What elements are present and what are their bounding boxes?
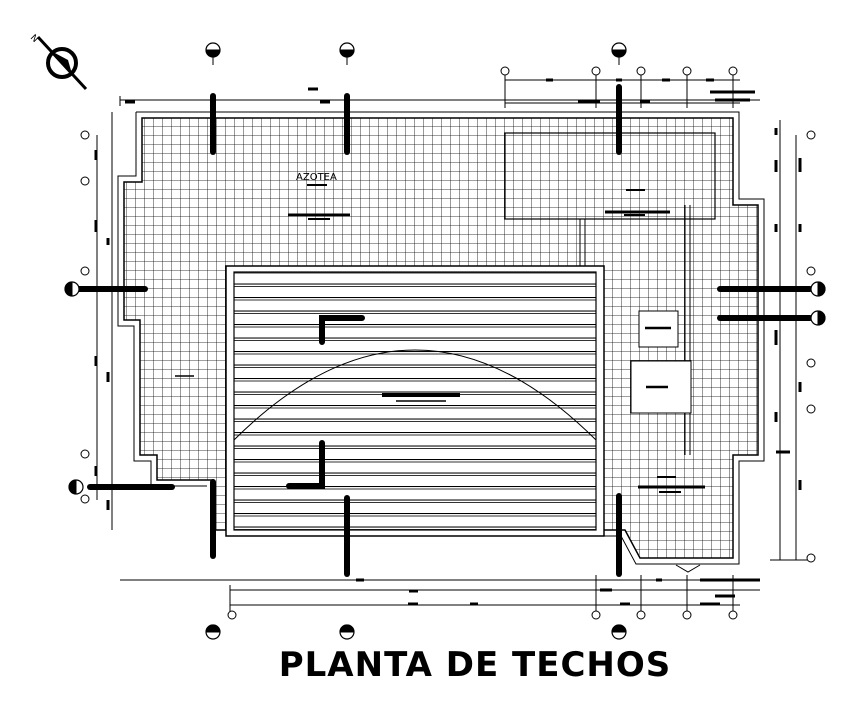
section-marker-bottom-3 — [611, 624, 627, 640]
dimension-lines-right — [770, 120, 812, 561]
section-marker-bottom-1 — [205, 624, 221, 640]
section-markers — [64, 42, 826, 640]
section-marker-left-2 — [68, 479, 84, 495]
section-marker-right-2 — [810, 310, 826, 326]
central-roof-area — [225, 265, 605, 537]
section-marker-top-2 — [339, 42, 355, 65]
dimension-lines-left — [94, 112, 113, 530]
dimension-marks-bottom — [356, 578, 760, 606]
section-cut-lines — [75, 84, 813, 577]
north-label: N — [28, 33, 40, 45]
section-marker-bottom-2 — [339, 624, 355, 640]
room-label: AZOTEA — [296, 172, 337, 183]
section-marker-top-3 — [611, 42, 627, 65]
drawing-title: PLANTA DE TECHOS — [278, 645, 672, 685]
section-marker-right-1 — [810, 281, 826, 297]
north-arrow-icon: N — [28, 33, 88, 91]
section-marker-left-1 — [64, 281, 80, 297]
annotation-bars — [175, 184, 705, 493]
axis-bubbles — [80, 66, 816, 620]
dimension-marks-top — [125, 78, 755, 104]
dimension-lines-bottom — [120, 564, 760, 612]
section-marker-top-1 — [205, 42, 221, 65]
